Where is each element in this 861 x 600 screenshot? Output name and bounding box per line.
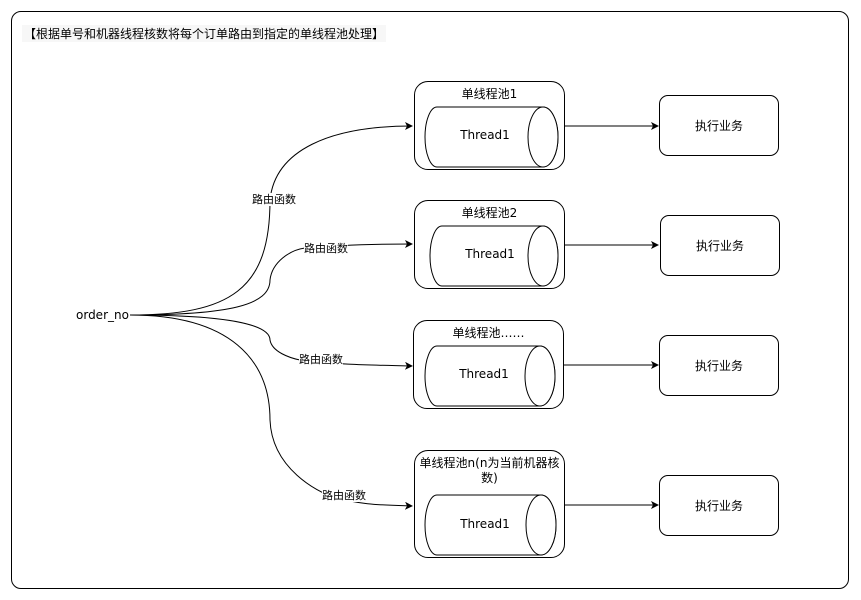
exec-task-3: 执行业务 <box>659 335 779 396</box>
thread-cylinder <box>424 106 559 168</box>
edge-to-pool-2 <box>129 240 413 316</box>
pool-title: 单线程池n(n为当前机器核数) <box>419 456 560 485</box>
pool-n: 单线程池n(n为当前机器核数) Thread1 <box>414 450 565 558</box>
pool-2: 单线程池2 Thread1 <box>414 200 565 289</box>
exec-task-n: 执行业务 <box>659 475 779 536</box>
exec-task-2: 执行业务 <box>660 215 780 276</box>
edge-label-1: 路由函数 <box>252 193 296 206</box>
edge-label-3: 路由函数 <box>299 353 343 366</box>
order-no-node: order_no <box>76 308 129 322</box>
thread-label: Thread1 <box>460 517 510 531</box>
thread-label: Thread1 <box>459 367 509 381</box>
pool-title: 单线程池2 <box>461 206 518 220</box>
edge-label-2: 路由函数 <box>304 242 348 255</box>
diagram-title: 【根据单号和机器线程核数将每个订单路由到指定的单线程池处理】 <box>22 25 387 42</box>
thread-cylinder <box>424 494 557 556</box>
pool-title: 单线程池1 <box>461 87 518 101</box>
exec-task-1: 执行业务 <box>659 95 779 156</box>
diagram-frame <box>11 11 849 589</box>
thread-cylinder <box>424 345 556 407</box>
thread-cylinder <box>429 225 559 287</box>
edge-to-pool-n <box>129 314 413 510</box>
pool-title: 单线程池…… <box>452 326 525 340</box>
thread-label: Thread1 <box>465 247 515 261</box>
edge-label-4: 路由函数 <box>322 489 366 502</box>
thread-label: Thread1 <box>460 128 510 142</box>
edge-to-pool-3 <box>129 314 413 370</box>
pool-1: 单线程池1 Thread1 <box>414 81 565 170</box>
pool-3: 单线程池…… Thread1 <box>413 320 564 409</box>
edge-to-pool-1 <box>129 122 413 316</box>
